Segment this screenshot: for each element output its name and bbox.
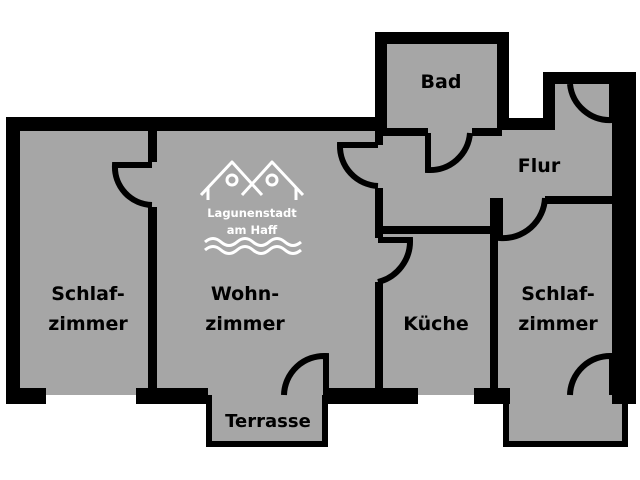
wall-schlaf-wohn xyxy=(148,125,157,162)
label-kueche: Küche xyxy=(403,313,469,335)
floor-bad xyxy=(383,40,501,135)
terrasse-wall-bottom xyxy=(206,441,328,447)
floor-wohnzimmer xyxy=(154,125,380,395)
label-schlafzimmer-left-1: Schlaf- xyxy=(51,283,125,305)
wall-flur-kueche xyxy=(380,226,498,234)
label-bad: Bad xyxy=(421,71,462,93)
walls xyxy=(6,32,636,447)
two-houses-waves-logo xyxy=(199,160,305,255)
wall-flur-top xyxy=(497,118,555,130)
floor-schlafzimmer-right xyxy=(495,200,616,395)
balkon-wall-left xyxy=(503,395,509,447)
wall-bottom-left xyxy=(6,388,46,404)
floor-balkon xyxy=(505,395,625,445)
wall-bad-bottom-right xyxy=(472,128,502,136)
wall-top-left xyxy=(6,117,387,131)
label-wohnzimmer-1: Wohn- xyxy=(211,283,279,305)
wall-bad-left xyxy=(375,32,387,132)
wall-bad-bottom xyxy=(383,128,428,136)
wall-nook-left xyxy=(543,72,555,130)
logo-line1: Lagunenstadt xyxy=(207,206,297,220)
label-schlafzimmer-right-1: Schlaf- xyxy=(521,283,595,305)
wall-schlaf-wohn-lower xyxy=(148,207,157,397)
door-schlaf-left xyxy=(111,162,153,208)
wall-left-outer xyxy=(6,117,20,404)
house-right-icon xyxy=(240,160,305,197)
wall-right-outer xyxy=(612,72,636,404)
door-kueche xyxy=(377,237,414,285)
balkon-wall-bottom xyxy=(503,441,628,447)
label-terrasse: Terrasse xyxy=(225,411,311,432)
wave-icon-2 xyxy=(204,245,302,255)
wall-wohn-flur xyxy=(375,125,383,145)
door-terrasse xyxy=(281,352,329,396)
floor-schlafzimmer-left xyxy=(14,125,154,395)
wall-bottom-mid1 xyxy=(136,388,208,404)
label-wohnzimmer-2: zimmer xyxy=(205,313,285,335)
door-bad xyxy=(425,132,473,174)
logo-line2: am Haff xyxy=(227,223,278,237)
wall-wohn-kueche xyxy=(375,282,383,394)
label-schlafzimmer-right-2: zimmer xyxy=(518,313,598,335)
floor-terrasse xyxy=(208,395,326,445)
balkon-wall-right xyxy=(622,395,628,447)
wall-kueche-schlaf xyxy=(490,198,498,394)
door-flur-wohn xyxy=(336,142,379,189)
floor-kueche xyxy=(380,230,495,395)
wave-icon-1 xyxy=(204,237,302,247)
wall-bottom-mid2 xyxy=(326,388,418,404)
house-right-window-icon xyxy=(265,173,279,187)
house-left-window-icon xyxy=(225,173,239,187)
wall-flur-schlaf xyxy=(545,196,615,204)
wall-bottom-right1 xyxy=(474,388,510,404)
doors xyxy=(111,83,615,396)
terrasse-wall-right xyxy=(322,395,328,447)
label-schlafzimmer-left-2: zimmer xyxy=(48,313,128,335)
door-nook xyxy=(567,83,615,124)
terrasse-wall-left xyxy=(206,395,212,447)
door-balkon xyxy=(567,352,615,396)
wall-bad-right xyxy=(497,32,509,130)
floor-areas xyxy=(14,40,625,445)
wall-wohn-flur2 xyxy=(375,188,383,238)
wall-bad-top xyxy=(375,32,509,44)
label-flur: Flur xyxy=(518,155,561,177)
door-schlaf-right xyxy=(497,197,548,242)
